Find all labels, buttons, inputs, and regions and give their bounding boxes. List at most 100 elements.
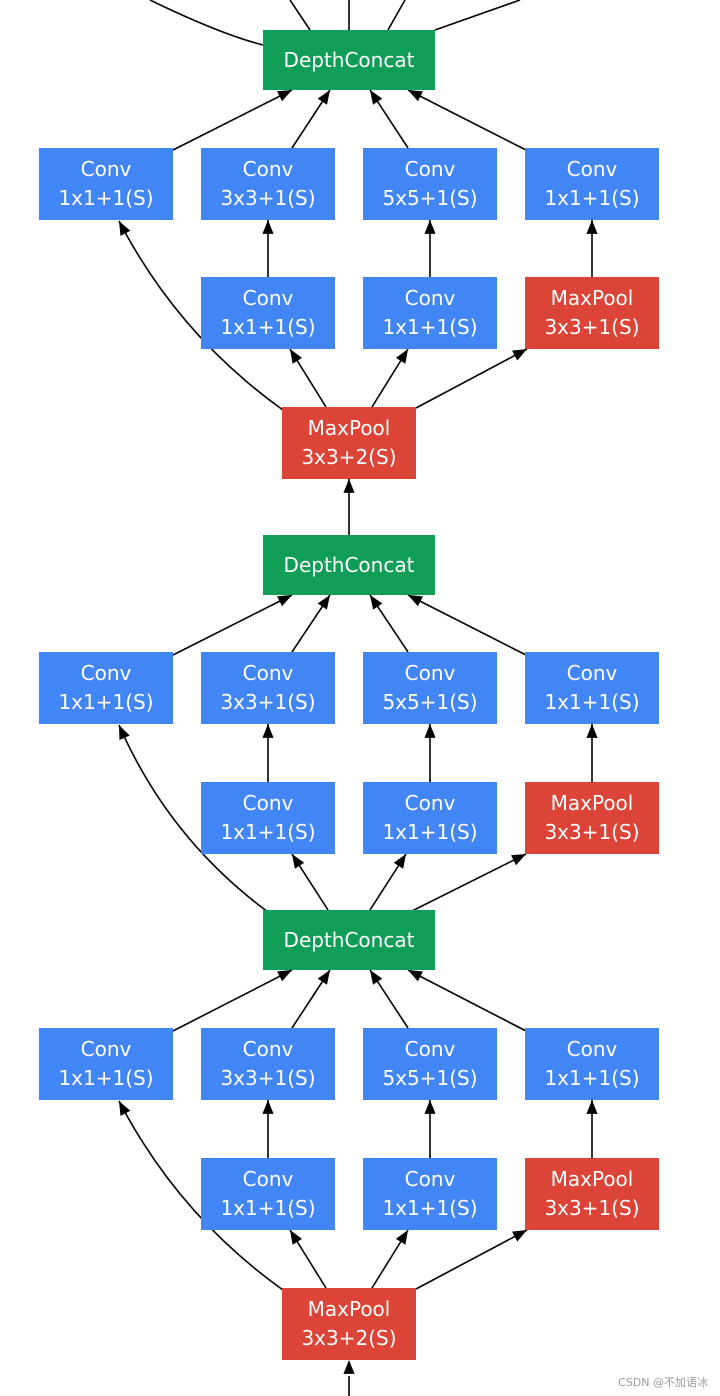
node-label-line: Conv — [242, 1037, 294, 1061]
arrowhead-b3-conv-c — [424, 1100, 436, 1114]
node-label-line: 5x5+1(S) — [382, 1066, 478, 1090]
arrowhead-b3-conv-b — [262, 1100, 274, 1114]
node-label-line: MaxPool — [550, 1167, 634, 1191]
node-b3-conv-b: Conv 3x3+1(S) — [201, 1028, 335, 1100]
node-label-line: 1x1+1(S) — [58, 186, 154, 210]
arrowhead-concat-low — [370, 970, 383, 985]
node-label-line: Conv — [80, 1037, 132, 1061]
arrowhead-b3-pool — [512, 1230, 527, 1242]
node-b2-conv-b: Conv 3x3+1(S) — [201, 652, 335, 724]
edge-maxpool-bottom-to-b3-pool — [415, 1229, 528, 1290]
node-b1-pool: MaxPool 3x3+1(S) — [525, 277, 659, 349]
node-label-line: 1x1+1(S) — [382, 820, 478, 844]
node-b3-conv-d: Conv 1x1+1(S) — [525, 1028, 659, 1100]
node-label-line: Conv — [566, 1037, 618, 1061]
edge-b2-conv-a-to-concat-mid — [172, 594, 293, 656]
node-label-line: Conv — [242, 286, 294, 310]
node-label-line: 1x1+1(S) — [58, 1066, 154, 1090]
node-b1-conv-b: Conv 3x3+1(S) — [201, 148, 335, 220]
node-label-line: 1x1+1(S) — [382, 1196, 478, 1220]
node-b1-reduce-c: Conv 1x1+1(S) — [363, 277, 497, 349]
node-b3-pool: MaxPool 3x3+1(S) — [525, 1158, 659, 1230]
edge-in-top-5 — [434, 0, 521, 31]
arrowhead-concat-mid — [370, 595, 383, 610]
node-b3-conv-a: Conv 1x1+1(S) — [39, 1028, 173, 1100]
arrowhead-concat-mid — [408, 595, 423, 607]
edge-concat-low-to-b2-pool — [409, 853, 527, 913]
node-label-line: Conv — [404, 1037, 456, 1061]
edge-in-top-1 — [149, 0, 264, 46]
node-label-line: 3x3+1(S) — [220, 186, 316, 210]
node-label-line: 3x3+1(S) — [544, 1196, 640, 1220]
node-b1-reduce-b: Conv 1x1+1(S) — [201, 277, 335, 349]
arrowhead-concat-low — [277, 970, 292, 982]
arrowhead-concat-mid — [277, 595, 292, 607]
arrowhead-b3-conv-d — [586, 1100, 598, 1114]
arrowhead-b2-conv-b — [262, 724, 274, 738]
edge-maxpool-bottom-to-b3-conv-a — [118, 1100, 284, 1291]
edge-in-top-2 — [289, 0, 311, 31]
node-label-line: Conv — [242, 157, 294, 181]
node-label-line: 5x5+1(S) — [382, 690, 478, 714]
edge-b1-conv-d-to-concat-top — [407, 89, 527, 151]
node-label-line: 1x1+1(S) — [544, 690, 640, 714]
edge-concat-low-to-b2-conv-a — [118, 724, 269, 913]
arrowhead-edge-in-bottom — [343, 1360, 355, 1374]
node-label-line: Conv — [404, 157, 456, 181]
node-label-line: Conv — [80, 661, 132, 685]
node-label-line: MaxPool — [550, 286, 634, 310]
arrowhead-b2-reduce-c — [393, 854, 406, 869]
arrowhead-b2-conv-c — [424, 724, 436, 738]
node-label-line: 1x1+1(S) — [220, 1196, 316, 1220]
arrowhead-concat-top — [277, 90, 292, 102]
node-label-line: DepthConcat — [283, 552, 415, 577]
node-label-line: Conv — [404, 286, 456, 310]
node-label-line: DepthConcat — [283, 47, 415, 72]
arrowhead-b1-conv-b — [262, 220, 274, 234]
node-b2-conv-c: Conv 5x5+1(S) — [363, 652, 497, 724]
node-label-line: DepthConcat — [283, 927, 415, 952]
arrowhead-b3-reduce-b — [290, 1230, 303, 1245]
arrowhead-b1-reduce-c — [395, 349, 408, 364]
node-label-line: 1x1+1(S) — [220, 315, 316, 339]
node-concat-top: DepthConcat — [263, 30, 435, 90]
arrowhead-concat-top — [317, 90, 330, 105]
edge-b1-conv-a-to-concat-top — [172, 89, 293, 151]
node-label-line: 3x3+1(S) — [220, 1066, 316, 1090]
arrowhead-b3-conv-a — [119, 1101, 131, 1116]
edge-in-top-4 — [387, 0, 406, 31]
edge-b2-conv-d-to-concat-mid — [407, 594, 527, 656]
edge-b3-conv-a-to-concat-low — [172, 969, 293, 1032]
node-label-line: Conv — [242, 661, 294, 685]
node-label-line: 1x1+1(S) — [220, 820, 316, 844]
arrowhead-b1-conv-d — [586, 220, 598, 234]
arrowhead-maxpool-mid — [343, 479, 355, 493]
edge-maxpool-mid-to-b1-conv-a — [118, 220, 284, 411]
node-label-line: 1x1+1(S) — [544, 1066, 640, 1090]
node-label-line: 1x1+1(S) — [382, 315, 478, 339]
node-label-line: 3x3+1(S) — [544, 315, 640, 339]
node-label-line: Conv — [566, 661, 618, 685]
arrowhead-concat-mid — [317, 595, 330, 610]
node-label-line: Conv — [404, 661, 456, 685]
node-b2-conv-d: Conv 1x1+1(S) — [525, 652, 659, 724]
node-b3-conv-c: Conv 5x5+1(S) — [363, 1028, 497, 1100]
arrowhead-b1-pool — [512, 349, 527, 361]
node-label-line: Conv — [404, 1167, 456, 1191]
node-b3-reduce-c: Conv 1x1+1(S) — [363, 1158, 497, 1230]
node-label-line: 3x3+1(S) — [220, 690, 316, 714]
arrowhead-b3-reduce-c — [395, 1230, 408, 1245]
node-label-line: MaxPool — [307, 416, 391, 440]
watermark-text: CSDN @不加语冰 — [618, 1376, 708, 1389]
arrowhead-concat-low — [408, 970, 423, 982]
